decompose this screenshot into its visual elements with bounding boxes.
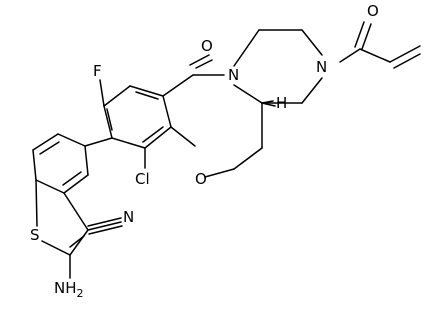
bond bbox=[32, 133, 59, 151]
bond bbox=[103, 105, 113, 139]
atom-label-nh2: NH2 bbox=[54, 279, 84, 300]
bond bbox=[162, 95, 172, 128]
bond bbox=[170, 126, 196, 147]
bond bbox=[339, 48, 361, 63]
bond bbox=[84, 145, 89, 176]
bond bbox=[129, 85, 164, 97]
bond bbox=[32, 149, 37, 181]
atom-label-nh2-subscript: 2 bbox=[77, 287, 84, 300]
bond bbox=[144, 126, 172, 149]
bond bbox=[35, 179, 65, 194]
bond bbox=[88, 225, 123, 235]
bond bbox=[301, 29, 323, 56]
bond bbox=[57, 133, 86, 147]
bond bbox=[233, 29, 260, 67]
bond bbox=[301, 77, 323, 104]
bond bbox=[84, 137, 113, 147]
atom-label-o-carbonyl: O bbox=[201, 37, 213, 55]
atom-labels: O O N N H F Cl O N S NH2 bbox=[30, 2, 379, 300]
bond bbox=[103, 85, 131, 107]
bond bbox=[361, 23, 372, 50]
bond bbox=[63, 174, 89, 194]
bond bbox=[69, 235, 85, 248]
bond bbox=[233, 147, 263, 170]
atom-label-n-piperazine: N bbox=[316, 58, 327, 76]
bond bbox=[189, 54, 210, 66]
atom-label-s: S bbox=[30, 226, 40, 244]
bond bbox=[35, 179, 38, 227]
atom-label-o-ether: O bbox=[195, 170, 207, 188]
bond bbox=[63, 192, 89, 231]
bond bbox=[204, 168, 235, 178]
bond bbox=[142, 126, 164, 143]
bond bbox=[99, 79, 105, 107]
bond bbox=[393, 53, 421, 69]
bond bbox=[111, 137, 146, 149]
bonds bbox=[32, 21, 421, 279]
bond bbox=[87, 221, 122, 231]
bond bbox=[389, 45, 421, 63]
bond bbox=[233, 84, 263, 104]
atom-label-f: F bbox=[93, 62, 102, 80]
atom-label-n-nitrile: N bbox=[123, 208, 134, 226]
bond bbox=[39, 141, 60, 155]
atom-label-cl: Cl bbox=[135, 170, 150, 188]
atom-label-n-lactam: N bbox=[228, 66, 239, 84]
bond bbox=[162, 74, 194, 97]
bond bbox=[135, 91, 159, 100]
bond bbox=[106, 108, 113, 131]
bond bbox=[354, 21, 365, 48]
bond bbox=[359, 48, 391, 63]
bond bbox=[195, 59, 213, 69]
bond bbox=[62, 171, 82, 186]
bond bbox=[87, 217, 122, 227]
bond bbox=[69, 229, 89, 256]
atom-label-nh: NH bbox=[54, 279, 77, 297]
atom-label-h-stereo: H bbox=[276, 94, 287, 112]
atom-label-o-acryloyl: O bbox=[367, 2, 379, 20]
bond bbox=[41, 240, 71, 256]
